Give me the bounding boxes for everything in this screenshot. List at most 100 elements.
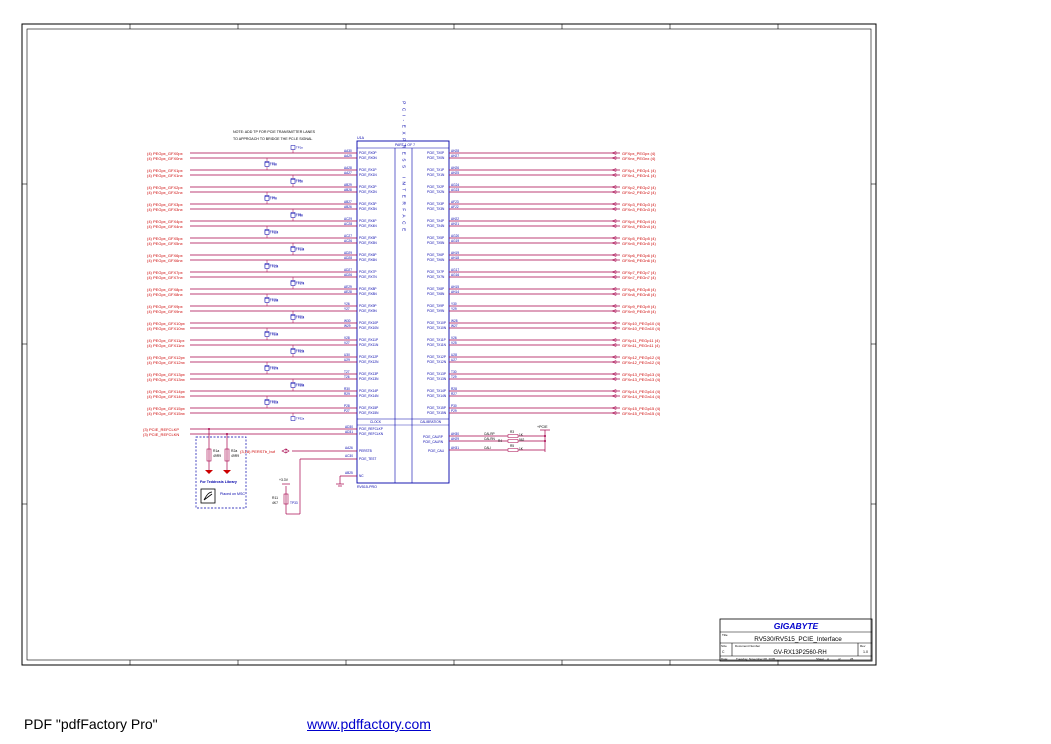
rx-pin-n: PCIE_RX4N [359,224,377,228]
rx-ball-n: W29 [344,324,351,328]
rx-pin-n: PCIE_RX3N [359,207,377,211]
port-arrow-icon [611,156,617,160]
test-point-icon [264,332,270,337]
rx-net-n: (4) PEGpx_GFX12nx [147,360,185,365]
tx-net-n: GFXn10_PEGn10 (4) [622,326,661,331]
test-point-icon [290,247,296,252]
rx-net-p: (4) PEGpx_GFX7px [147,270,183,275]
tx-pin-n: PCIE_TX7N [427,275,445,279]
rx-net-p: (4) PEGpx_GFX4px [147,219,183,224]
test-point-icon [290,416,296,421]
rx-ball-n: AE28 [344,290,352,294]
lib-r-a-val: 49R9 [213,454,221,458]
cal-r3: R5 [510,444,514,448]
rx-pin-p: PCIE_RX1P [359,168,377,172]
tx-net-p: GFXpx_PEGpx (4) [622,151,656,156]
tx-ball-p: AG17 [451,268,459,272]
rx-net-p: (4) PEGpx_GFX2px [147,185,183,190]
tx-net-p: GFXp9_PEGp9 (4) [622,304,656,309]
rx-ball-p: V28 [344,336,350,340]
rx-net-p: (4) PEGpx_GFX5px [147,236,183,241]
rx-net-p: (4) PEGpx_GFX14px [147,389,185,394]
rx-net-n: (4) PEGpx_GFX4nx [147,224,183,229]
port-arrow-icon [611,219,617,223]
rx-ball-n: R29 [344,392,350,396]
lib-r-a: R1a [213,449,219,453]
chip-vertical-label: PCI-EXPRESS INTERFACE [402,101,407,235]
tx-ball-p: W28 [451,319,458,323]
rx-ball-n: AA27 [344,171,352,175]
refclk-ball-n: AD31 [345,430,353,434]
rx-tp-a: TP15a [270,265,279,269]
rx-pin-n: PCIE_RX10N [359,326,379,330]
tx-net-n: GFXn3_PEGn3 (4) [622,207,656,212]
sheet-outer-border [21,23,877,666]
tx-ball-p: AH19 [451,251,459,255]
port-arrow-icon [611,287,617,291]
port-arrow-icon [611,394,617,398]
pull-tp: TP33 [290,501,298,505]
rx-lane-10: (4) PEGpx_GFX10px(4) PEGpx_GFX10nxPCIE_R… [147,315,379,336]
of-label: of [838,657,841,661]
tx-pin-n: PCIE_TX8N [427,292,445,296]
chip-u1a: U1A PART 1 OF 7 CLOCK CALIBRATION RV515-… [356,101,450,489]
rx-tp-b: TP2a [270,162,277,166]
tx-net-n: GFXn5_PEGn5 (4) [622,241,656,246]
rx-ball-n: AC26 [344,239,352,243]
tx-pin-p: PCIE_TX14P [427,389,446,393]
rx-ball-p: AB27 [344,200,352,204]
cal-net-n: CALRN [484,437,496,441]
test-point-icon [264,230,270,235]
rx-net-p: (4) PEGpx_GFX8px [147,287,183,292]
rx-pin-n: PCIE_RX0N [359,156,377,160]
rx-pin-p: PCIE_RX11P [359,338,378,342]
doc-number: GV-RX13P2560-RH [773,650,826,656]
teddrosis-library-box: R1a 49R9 R2a 49R9 For Teddrosis Library … [195,428,247,509]
cal-r1-val: 1K [519,433,524,437]
rx-net-n: (4) PEGpx_GFX1nx [147,173,183,178]
tx-net-n: GFXn13_PEGn13 (4) [622,377,661,382]
rx-ball-n: Y27 [344,307,350,311]
tx-ball-n: AG16 [451,273,459,277]
rx-tp-b: TP26a [270,366,279,370]
tx-pin-n: PCIE_TX1N [427,173,445,177]
rx-lane-1: (4) PEGpx_GFX1px(4) PEGpx_GFX1nx PCIE_RX1… [147,162,377,183]
tx-ball-n: P29 [451,409,457,413]
tx-pin-n: PCIE_TX11N [427,343,447,347]
tx-pin-n: PCIE_TX9N [427,309,445,313]
tx-ball-n: AG19 [451,239,459,243]
rx-pin-n: PCIE_RX11N [359,343,379,347]
sheet-number: 4 [827,657,829,661]
test-point-icon [264,196,270,201]
tx-net-n: GFXn7_PEGn7 (4) [622,275,656,280]
port-arrow-icon [611,224,617,228]
rx-ball-p: R30 [344,387,350,391]
tx-net-n: GFXn15_PEGn15 (4) [622,411,661,416]
rx-pin-p: PCIE_RX15P [359,406,378,410]
tx-pin-p: PCIE_TX10P [427,321,446,325]
rx-lane-4: (4) PEGpx_GFX4px(4) PEGpx_GFX4nx PCIE_RX4… [147,213,377,234]
tx-ball-n: AG23 [451,188,459,192]
cal-ball-n: AH29 [451,437,459,441]
rx-tp-a: TP23a [270,333,279,337]
tx-net-n: GFXnx_PEGnx (4) [622,156,656,161]
tx-net-n: GFXn9_PEGn9 (4) [622,309,656,314]
tx-ball-p: AH22 [451,217,459,221]
rx-tp-a: TP13a [296,248,305,252]
rx-pin-n: PCIE_RX6N [359,258,377,262]
refclk-net-p: (3) PCIE_REFCLKP [143,427,179,432]
title-label: Title [722,633,728,637]
sheet-inner-border [26,28,872,661]
rx-net-n: (4) PEGpx_GFX7nx [147,275,183,280]
tx-pin-p: PCIE_TX4P [427,219,444,223]
rx-net-p: (4) PEGpx_GFX11px [147,338,185,343]
rx-net-p: (4) PEGpx_GFX1px [147,168,183,173]
rx-net-p: (4) PEGpx_GFX10px [147,321,185,326]
footer-pdffactory-link[interactable]: www.pdffactory.com [307,716,431,732]
test-point-icon [264,400,270,405]
chip-body [356,140,450,484]
